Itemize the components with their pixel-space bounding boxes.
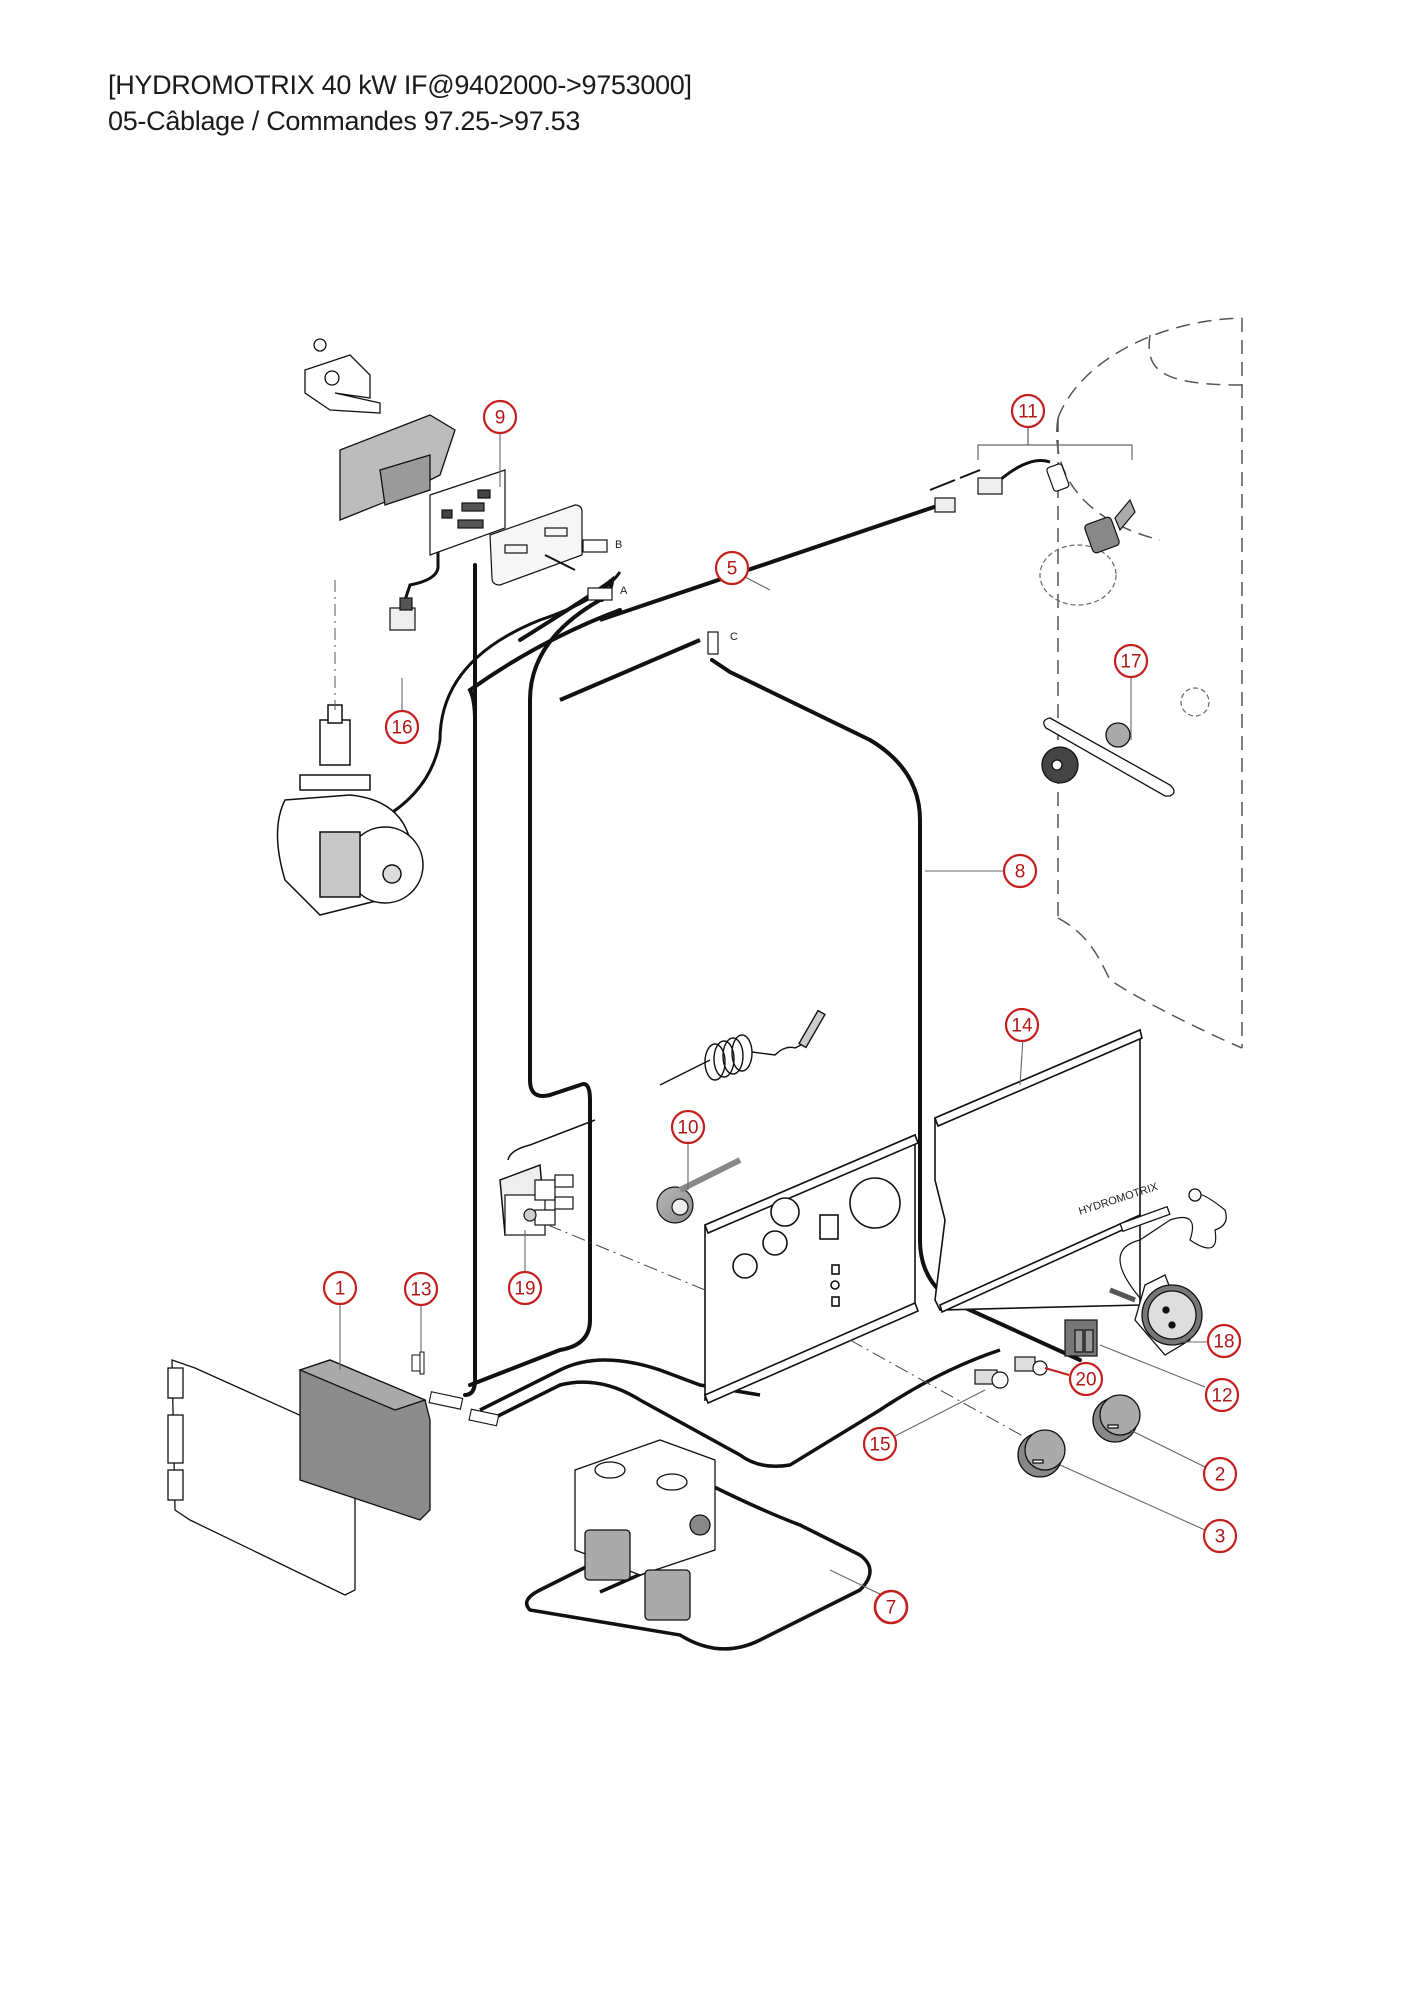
callout-label: 9 (495, 408, 506, 429)
sensor-cable (559, 503, 941, 702)
tank-flange-outline (1039, 544, 1210, 717)
indicator-lamp-15 (974, 1369, 1009, 1389)
callout-label: 10 (677, 1118, 698, 1139)
callout-1: 1 (322, 1270, 358, 1306)
callout-label: 19 (514, 1279, 535, 1300)
board-cover (339, 414, 456, 521)
callout-label: 16 (391, 718, 412, 739)
callout-label: 7 (886, 1598, 897, 1619)
tank-sensor-bracket (977, 425, 1133, 460)
callout-label: 2 (1215, 1465, 1226, 1486)
callout-label: 1 (335, 1279, 346, 1300)
circulation-pump (276, 580, 424, 916)
callout-label: 17 (1120, 652, 1141, 673)
control-panel (703, 1133, 920, 1405)
gas-valve-part (574, 1439, 716, 1621)
callout-16: 16 (384, 709, 420, 745)
pump-connector-part (389, 597, 416, 631)
knob-2-part (1092, 1394, 1141, 1443)
callout-label: 14 (1011, 1016, 1033, 1037)
callout-14: 14 (1004, 1007, 1040, 1043)
callout-label: 3 (1215, 1527, 1226, 1548)
connectors (582, 539, 719, 655)
knob-3-part (1017, 1429, 1066, 1478)
leader-lines (339, 428, 1207, 1599)
callout-3: 3 (1202, 1518, 1238, 1554)
callout-label: 13 (410, 1280, 431, 1301)
thermostat-switch-part (504, 1174, 574, 1236)
display-board-part (429, 469, 506, 556)
connector-label-c: C (730, 631, 738, 643)
callout-label: 11 (1018, 402, 1038, 423)
callout-20: 20 (1068, 1361, 1104, 1397)
model-title: [HYDROMOTRIX 40 kW IF@9402000->9753000] (108, 70, 692, 100)
tank-sensor-cable (999, 459, 1051, 482)
callout-12: 12 (1204, 1377, 1240, 1413)
callout-9: 9 (482, 399, 518, 435)
front-panel (933, 1028, 1143, 1314)
callout-2: 2 (1202, 1456, 1238, 1492)
top-bracket (304, 338, 381, 414)
pump-cable (359, 520, 622, 832)
box-connectors (428, 1391, 500, 1427)
callout-11: 11 (1010, 393, 1046, 429)
callout-label: 18 (1213, 1332, 1234, 1353)
thermostat-part (656, 1157, 742, 1224)
callout-label: 15 (869, 1435, 890, 1456)
lower-harness (479, 1348, 1001, 1651)
callout-19: 19 (507, 1270, 543, 1306)
capillary-coil (659, 1009, 826, 1086)
connector-label-b: B (615, 539, 622, 551)
section-title: 05-Câblage / Commandes 97.25->97.53 (108, 106, 581, 136)
safety-thermostat-part (1041, 717, 1175, 797)
display-frame (489, 504, 583, 586)
indicator-lamp-20 (1014, 1356, 1048, 1376)
callout-10: 10 (670, 1109, 706, 1145)
callout-5: 5 (714, 550, 750, 586)
callout-label: 12 (1211, 1386, 1232, 1407)
callout-13: 13 (403, 1271, 439, 1307)
tank-sensor-part (929, 463, 1136, 554)
callout-8: 8 (1002, 853, 1038, 889)
connector-label-a: A (620, 585, 628, 597)
control-box-part (167, 1359, 431, 1596)
micro-switch-part (411, 1351, 425, 1375)
callout-15: 15 (862, 1426, 898, 1462)
assembly-lines (547, 1224, 1031, 1441)
callout-label: 8 (1015, 862, 1026, 883)
callout-7: 7 (873, 1589, 909, 1625)
callout-18: 18 (1206, 1323, 1242, 1359)
callout-17: 17 (1113, 643, 1149, 679)
callout-label: 5 (727, 559, 738, 580)
callout-label: 20 (1075, 1370, 1096, 1391)
rocker-switch-part (1064, 1319, 1098, 1357)
tank-hidden-outline (1056, 317, 1243, 1049)
pressure-gauge-part (1109, 1188, 1227, 1356)
